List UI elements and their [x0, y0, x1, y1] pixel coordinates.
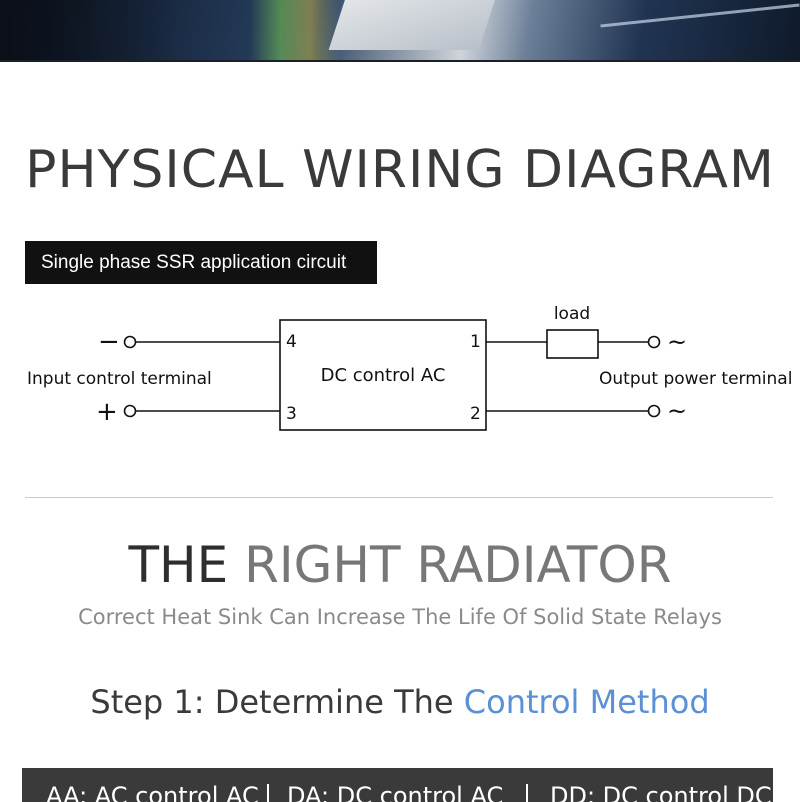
page-title: PHYSICAL WIRING DIAGRAM [25, 140, 775, 200]
load-resistor [546, 329, 599, 359]
input-plus-symbol: + [96, 397, 118, 427]
bar-separator [526, 784, 528, 802]
control-method-aa: AA: AC control AC [46, 782, 259, 802]
control-method-da: DA: DC control AC [287, 782, 504, 802]
ac-symbol-top: ~ [667, 328, 687, 356]
radiator-title-dark: THE [128, 536, 245, 594]
pin-4-label: 4 [286, 332, 297, 352]
ac-symbol-bottom: ~ [667, 397, 687, 425]
radiator-title: THE RIGHT RADIATOR [0, 536, 800, 594]
load-label: load [554, 304, 590, 324]
banner-circuit-glow [250, 0, 340, 60]
pin-3-label: 3 [286, 404, 297, 424]
banner-panel [328, 0, 502, 50]
step-prefix: Step 1: Determine The [90, 683, 464, 721]
pin-1-label: 1 [470, 332, 481, 352]
output-top-terminal [647, 335, 661, 349]
pin-2-label: 2 [470, 404, 481, 424]
radiator-subtitle: Correct Heat Sink Can Increase The Life … [78, 605, 722, 629]
banner-stripe [600, 3, 800, 28]
wiring-diagram: − Input control terminal + 4 3 1 2 DC co… [27, 304, 792, 431]
step-heading: Step 1: Determine The Control Method [0, 683, 800, 721]
output-terminal-label: Output power terminal [599, 369, 792, 389]
output-bottom-terminal [647, 404, 661, 418]
relay-box [279, 319, 487, 431]
input-minus-terminal [123, 335, 137, 349]
section-divider [25, 497, 773, 498]
input-terminal-label: Input control terminal [27, 369, 212, 389]
control-method-bar: AA: AC control AC DA: DC control AC DD: … [22, 768, 773, 802]
banner-shade [0, 0, 180, 60]
bar-separator [267, 784, 269, 802]
section-tag: Single phase SSR application circuit [25, 241, 377, 284]
step-highlight: Control Method [463, 683, 710, 721]
input-minus-symbol: − [98, 327, 120, 357]
relay-type-label: DC control AC [321, 365, 446, 386]
control-method-dd: DD: DC control DC [550, 782, 772, 802]
input-plus-terminal [123, 404, 137, 418]
radiator-title-grey: RIGHT RADIATOR [244, 536, 672, 594]
header-banner-image [0, 0, 800, 62]
